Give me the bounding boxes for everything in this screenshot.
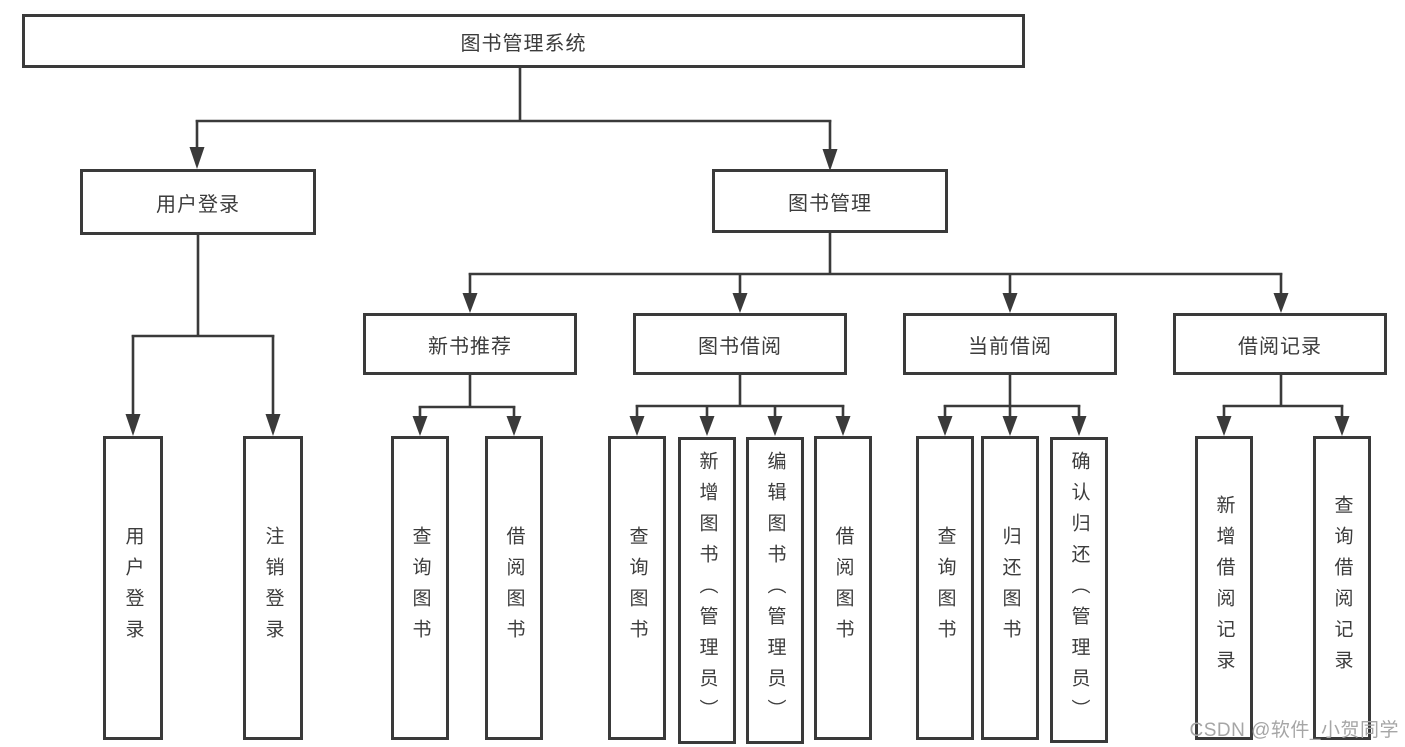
leaf-cb-query-book: 查询图书 [916,436,974,740]
node-label: 当前借阅 [968,335,1052,358]
leaf-label: 查询图书 [934,526,956,650]
leaf-label: 借阅图书 [832,526,854,650]
node-library-management-system: 图书管理系统 [22,14,1025,68]
node-user-login-group: 用户登录 [80,169,316,235]
leaf-bb-borrow-book: 借阅图书 [814,436,872,740]
connector-root-to-level2 [189,68,838,171]
leaf-label: 查询图书 [626,526,648,650]
node-book-borrow: 图书借阅 [633,313,847,375]
leaf-label: 注销登录 [262,526,284,650]
leaf-label: 查询借阅记录 [1331,495,1353,681]
node-current-borrow: 当前借阅 [903,313,1117,375]
leaf-nbr-query-book: 查询图书 [391,436,449,740]
node-label: 图书管理 [788,192,872,215]
leaf-br-query-record: 查询借阅记录 [1313,436,1371,740]
leaf-label: 用户登录 [122,526,144,650]
leaf-bb-add-book-admin: 新增图书（管理员） [678,437,736,744]
leaf-label: 借阅图书 [503,526,525,650]
leaf-nbr-borrow-book: 借阅图书 [485,436,543,740]
leaf-cb-confirm-return-admin: 确认归还（管理员） [1050,437,1108,743]
leaf-label: 确认归还（管理员） [1068,450,1090,730]
connector-borrow-record-branch [1216,375,1350,436]
connector-book-mgmt-to-level3 [462,233,1289,313]
node-borrow-record: 借阅记录 [1173,313,1387,375]
node-label: 新书推荐 [428,335,512,358]
node-label: 图书管理系统 [460,32,587,55]
leaf-label: 编辑图书（管理员） [764,451,786,730]
leaf-label: 归还图书 [999,526,1021,650]
node-label: 图书借阅 [698,335,782,358]
leaf-br-add-record: 新增借阅记录 [1195,436,1253,740]
leaf-cb-return-book: 归还图书 [981,436,1039,740]
leaf-logout: 注销登录 [243,436,303,740]
leaf-label: 新增图书（管理员） [696,451,718,730]
node-label: 借阅记录 [1238,335,1322,358]
leaf-label: 新增借阅记录 [1213,495,1235,681]
leaf-user-login: 用户登录 [103,436,163,740]
node-book-management-group: 图书管理 [712,169,948,233]
connector-current-borrow-branch [937,375,1087,436]
leaf-bb-edit-book-admin: 编辑图书（管理员） [746,437,804,744]
leaf-label: 查询图书 [409,526,431,650]
connector-user-login-branch [125,235,281,436]
node-label: 用户登录 [156,193,240,216]
node-new-book-recommend: 新书推荐 [363,313,577,375]
connector-new-book-branch [412,375,522,436]
leaf-bb-query-book: 查询图书 [608,436,666,740]
connector-book-borrow-branch [629,375,851,436]
